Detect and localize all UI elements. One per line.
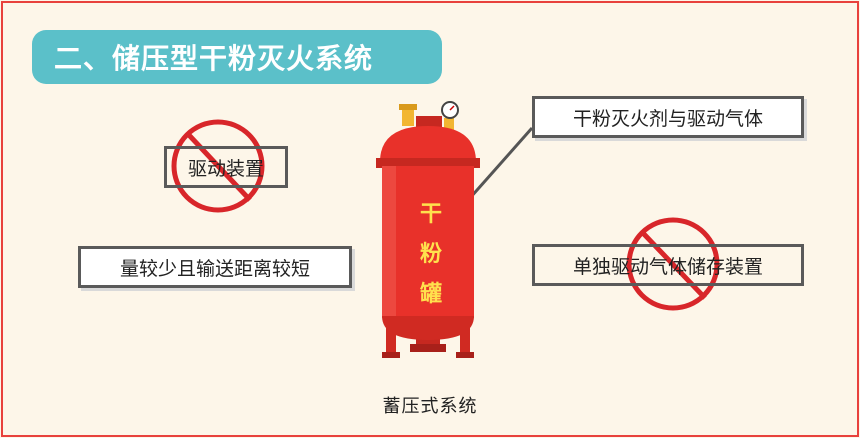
tank-body — [382, 166, 474, 318]
caption: 蓄压式系统 — [382, 396, 478, 417]
label-drive-device: 驱动装置 — [164, 146, 288, 188]
tank-dome — [380, 126, 476, 162]
tank-bottom — [382, 316, 474, 340]
gauge-stem — [444, 118, 454, 130]
tank-label-char-2: 粉 — [419, 242, 442, 267]
prohibit-icon-separate-storage — [626, 217, 720, 311]
top-flange — [416, 116, 442, 128]
label-agent-and-gas: 干粉灭火剂与驱动气体 — [532, 96, 804, 138]
slide-title: 二、储压型干粉灭火系统 — [32, 30, 442, 84]
prohibit-icon-drive-device — [171, 119, 265, 213]
label-separate-storage: 单独驱动气体储存装置 — [532, 244, 804, 286]
safety-valve — [402, 108, 414, 126]
tank-label-char-1: 干 — [419, 202, 442, 227]
label-short-distance: 量较少且输送距离较短 — [78, 246, 352, 288]
leader-line — [468, 127, 534, 199]
tank-label-char-3: 罐 — [419, 282, 442, 307]
tank-flange — [376, 158, 480, 168]
